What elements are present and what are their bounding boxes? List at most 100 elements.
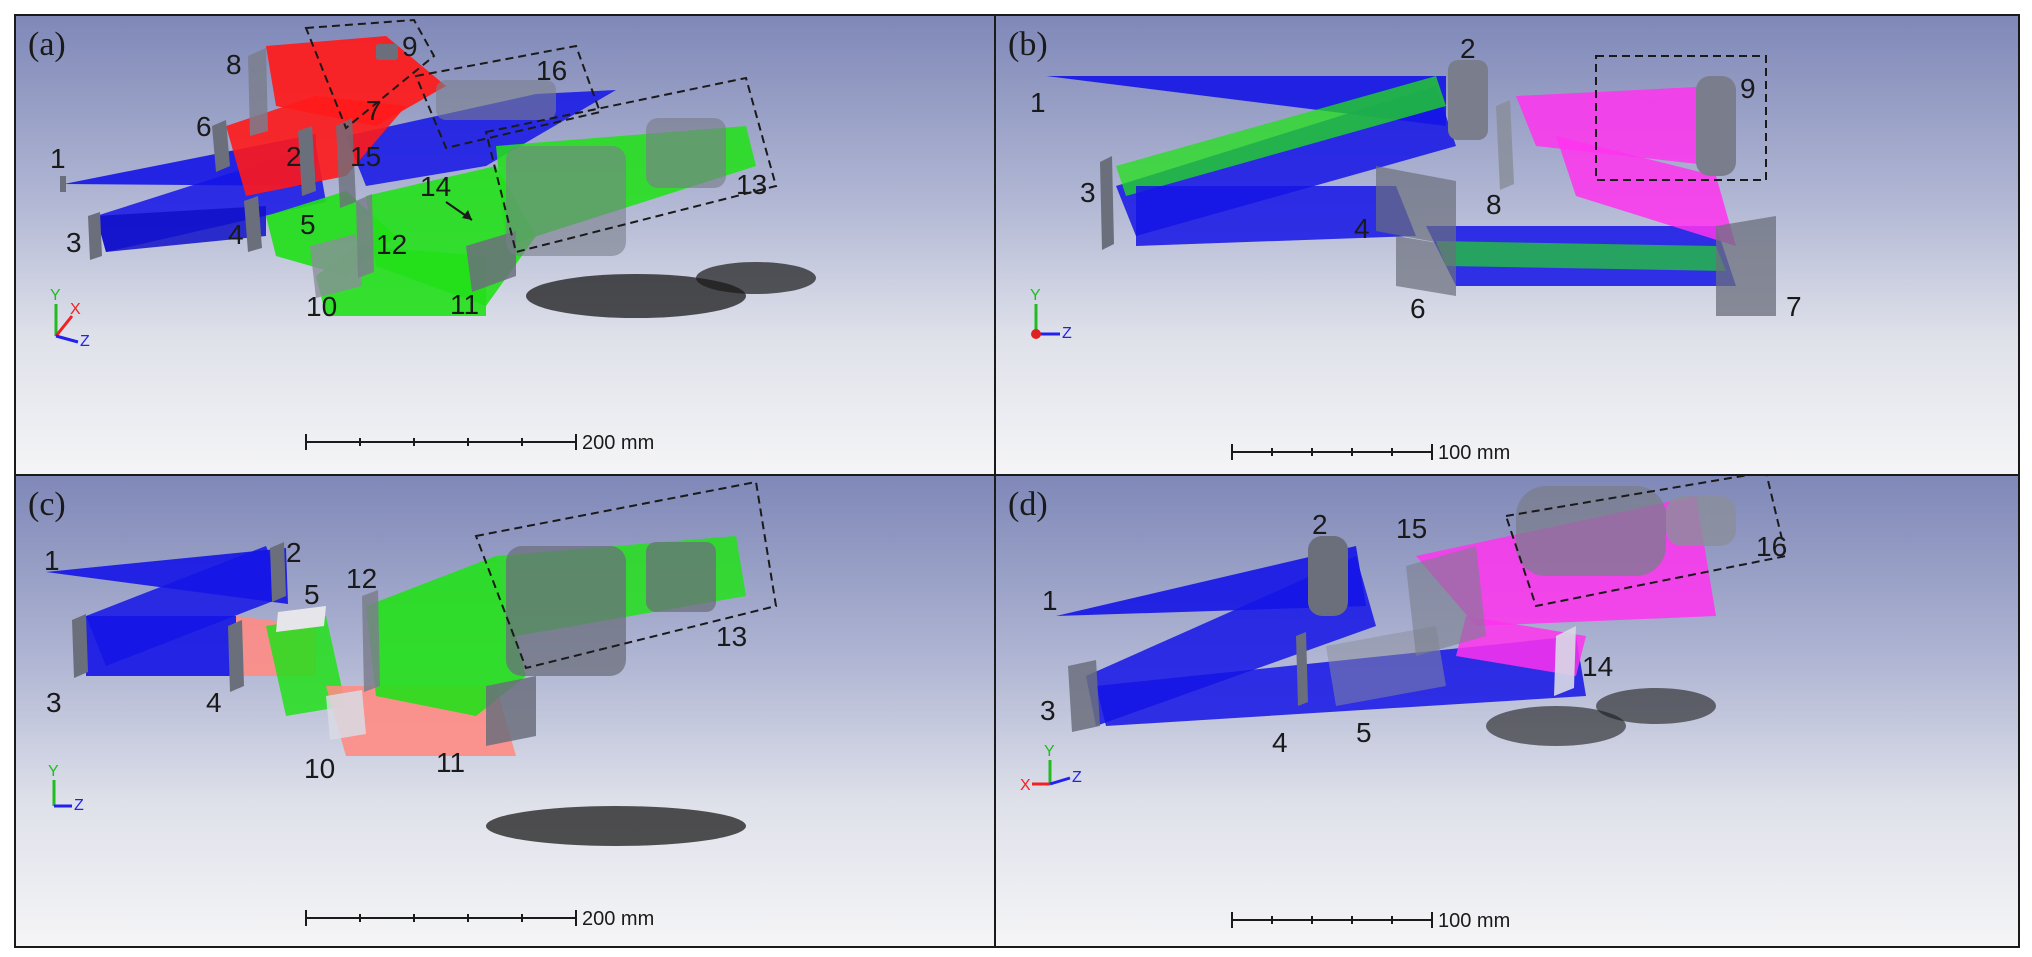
optic-15 — [1406, 546, 1486, 656]
optic-4 — [244, 196, 262, 252]
label-6: 6 — [1410, 293, 1426, 324]
label-5: 5 — [304, 579, 320, 610]
label-14: 14 — [1582, 651, 1613, 682]
optic-2 — [270, 542, 286, 602]
z-axis — [1049, 776, 1071, 786]
lens-box-13 — [484, 76, 778, 254]
optical-layout-a: 1 2 3 4 5 6 7 8 9 10 11 12 13 14 15 16 Y… — [50, 18, 816, 454]
panel-label: (b) — [1008, 26, 1048, 63]
label-14: 14 — [420, 171, 451, 202]
axis-label-y: Y — [48, 763, 59, 780]
scale-bar-label: 200 mm — [582, 432, 654, 454]
optic-2 — [1448, 60, 1488, 140]
lens-group-13 — [506, 146, 626, 256]
optic-14 — [1554, 626, 1576, 696]
panel-label: (c) — [28, 486, 66, 523]
axis-label-y: Y — [1044, 743, 1055, 760]
scale-bar-ticks — [1231, 444, 1433, 460]
optic-2 — [298, 126, 316, 196]
label-15: 15 — [350, 141, 381, 172]
label-4: 4 — [1272, 727, 1288, 758]
label-5: 5 — [1356, 717, 1372, 748]
blue-beam — [96, 206, 266, 252]
panel-b: (b) 1 2 3 4 6 7 8 9 Y Z — [994, 14, 2020, 478]
label-4: 4 — [206, 687, 222, 718]
optic-11 — [486, 676, 536, 746]
label-2: 2 — [1312, 509, 1328, 540]
label-1: 1 — [1042, 585, 1058, 616]
shadow — [696, 262, 816, 294]
scale-bar-ticks — [305, 910, 577, 926]
shadow — [1486, 706, 1626, 746]
optic-8 — [1496, 100, 1514, 190]
lens-group-16 — [1666, 496, 1736, 546]
axis-label-x: X — [1020, 777, 1031, 794]
lens-group-13 — [646, 118, 726, 188]
optic-3 — [1068, 660, 1100, 732]
green-beam — [366, 556, 526, 716]
lens-group-13 — [646, 542, 716, 612]
panel-d: (d) 1 2 3 4 5 14 15 16 Y X Z — [994, 474, 2020, 948]
green-beam — [1436, 241, 1726, 271]
scale-bar-label: 100 mm — [1438, 910, 1510, 932]
label-11: 11 — [436, 747, 465, 778]
red-beam — [226, 96, 406, 196]
axis-label-z: Z — [74, 797, 84, 814]
axis-label-y: Y — [50, 287, 61, 304]
x-axis — [54, 315, 74, 337]
scale-bar-label: 200 mm — [582, 908, 654, 930]
label-4: 4 — [228, 219, 244, 250]
label-16: 16 — [1756, 531, 1787, 562]
optical-layout-b: 1 2 3 4 6 7 8 9 Y Z 100 mm — [1030, 33, 1802, 464]
scale-bar-ticks — [305, 434, 577, 450]
label-1: 1 — [50, 143, 66, 174]
label-9: 9 — [1740, 73, 1756, 104]
axis-label-z: Z — [1062, 325, 1072, 342]
optical-layout-c: 1 2 3 4 5 10 11 12 13 Y Z 200 mm — [44, 480, 778, 930]
label-2: 2 — [286, 537, 302, 568]
label-7: 7 — [366, 95, 382, 126]
label-2: 2 — [1460, 33, 1476, 64]
lens-group-16 — [436, 80, 556, 120]
optic-12 — [356, 194, 374, 278]
optic-2 — [1308, 536, 1348, 616]
label-12: 12 — [376, 229, 407, 260]
label-10: 10 — [304, 753, 335, 784]
label-11: 11 — [450, 289, 479, 320]
panel-label: (a) — [28, 26, 66, 63]
optic-4 — [1296, 632, 1308, 706]
label-10: 10 — [306, 291, 337, 322]
shadow — [526, 274, 746, 318]
optic-7 — [1716, 216, 1776, 316]
label-13: 13 — [736, 169, 767, 200]
x-axis-dot — [1031, 329, 1041, 339]
axis-label-y: Y — [1030, 287, 1041, 304]
optic-4 — [1376, 166, 1456, 246]
lens-box-16 — [1504, 476, 1788, 608]
optic-6 — [212, 120, 230, 172]
optic-12 — [362, 590, 380, 692]
panel-label: (d) — [1008, 486, 1048, 523]
detector-box-9 — [304, 18, 436, 130]
label-9: 9 — [402, 31, 418, 62]
label-5: 5 — [300, 209, 316, 240]
z-axis — [55, 334, 79, 344]
label-2: 2 — [286, 141, 302, 172]
optic-6 — [1396, 236, 1456, 296]
optic-15 — [336, 118, 356, 208]
optic-11 — [466, 231, 516, 292]
lens-box-13 — [474, 480, 778, 670]
scale-bar-ticks — [1231, 912, 1433, 928]
label-3: 3 — [1040, 695, 1056, 726]
blue-beam — [86, 616, 236, 676]
label-15: 15 — [1396, 513, 1427, 544]
optic-10 — [326, 690, 366, 740]
optic-5 — [276, 606, 326, 632]
lens-group-16 — [1516, 486, 1666, 576]
label-8: 8 — [1486, 189, 1502, 220]
shadow — [486, 806, 746, 846]
label-13: 13 — [716, 621, 747, 652]
label-1: 1 — [1030, 87, 1046, 118]
label-3: 3 — [46, 687, 62, 718]
detector-9 — [1696, 76, 1736, 176]
